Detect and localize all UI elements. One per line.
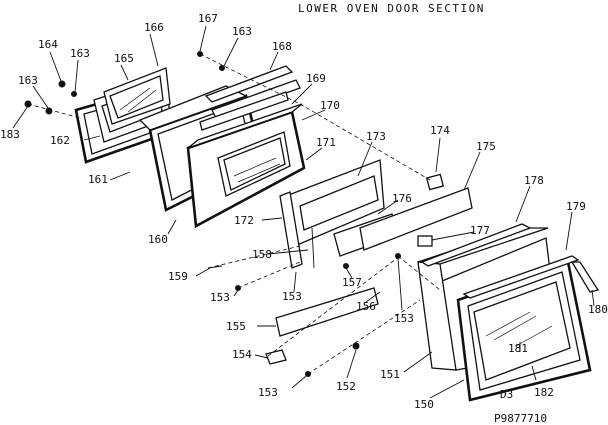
part-168-169-rails xyxy=(199,65,301,131)
part-179-handle xyxy=(462,255,580,299)
alignment-lines xyxy=(27,53,441,375)
callout-167: 167 xyxy=(198,12,218,25)
part-175-hinge-bar xyxy=(359,187,473,251)
part-177-clip xyxy=(417,235,433,247)
callout-labels: 183 163 164 163 165 166 167 163 168 169 … xyxy=(0,12,608,411)
callout-174: 174 xyxy=(430,124,450,137)
callout-179: 179 xyxy=(566,200,586,213)
callout-175: 175 xyxy=(476,140,496,153)
callout-163-top: 163 xyxy=(232,25,252,38)
callout-177: 177 xyxy=(470,224,490,237)
callout-153-bottom: 153 xyxy=(258,386,278,399)
diagram-title: LOWER OVEN DOOR SECTION xyxy=(298,2,485,15)
leader-lines xyxy=(12,25,595,399)
callout-165: 165 xyxy=(114,52,134,65)
callout-173: 173 xyxy=(366,130,386,143)
part-172-bracket xyxy=(279,191,303,269)
callout-176: 176 xyxy=(392,192,412,205)
screw-163-left xyxy=(45,107,53,115)
callout-181: 181 xyxy=(508,342,528,355)
callout-178: 178 xyxy=(524,174,544,187)
callout-156: 156 xyxy=(356,300,376,313)
callout-158: 158 xyxy=(252,248,272,261)
callout-163-left: 163 xyxy=(18,74,38,87)
part-178-top-trim xyxy=(420,223,532,267)
section-code: D3 xyxy=(500,388,513,401)
part-152-bumper xyxy=(352,342,360,350)
callout-153-mid: 153 xyxy=(282,290,302,303)
callout-162: 162 xyxy=(50,134,70,147)
part-158-rod xyxy=(311,227,315,269)
callout-166: 166 xyxy=(144,21,164,34)
part-154-bracket xyxy=(265,349,287,365)
screw-163-top xyxy=(219,65,225,71)
callout-163-upper: 163 xyxy=(70,47,90,60)
part-181-glass xyxy=(473,281,571,381)
part-173-insulation-panel xyxy=(285,159,385,249)
callout-157: 157 xyxy=(342,276,362,289)
part-165-window-glass xyxy=(103,67,171,125)
callout-153-right: 153 xyxy=(394,312,414,325)
part-155-lower-panel xyxy=(275,287,379,337)
callout-153-left: 153 xyxy=(210,291,230,304)
callout-152: 152 xyxy=(336,380,356,393)
screw-164 xyxy=(58,80,66,88)
callout-170: 170 xyxy=(320,99,340,112)
callout-183: 183 xyxy=(0,128,20,141)
callout-155: 155 xyxy=(226,320,246,333)
screw-153-c xyxy=(343,263,349,269)
callout-164: 164 xyxy=(38,38,58,51)
callout-160: 160 xyxy=(148,233,168,246)
callout-159: 159 xyxy=(168,270,188,283)
callout-172: 172 xyxy=(234,214,254,227)
callout-182: 182 xyxy=(534,386,554,399)
callout-154: 154 xyxy=(232,348,252,361)
callout-171: 171 xyxy=(316,136,336,149)
part-174-clip xyxy=(425,173,445,191)
callout-161: 161 xyxy=(88,173,108,186)
part-180-side-trim xyxy=(570,261,600,293)
drawing-number: P9877710 xyxy=(494,412,547,425)
screw-163-upper xyxy=(71,91,77,97)
part-170-door-liner xyxy=(186,103,306,229)
callout-180: 180 xyxy=(588,303,608,316)
callout-150: 150 xyxy=(414,398,434,411)
callout-168: 168 xyxy=(272,40,292,53)
callout-169: 169 xyxy=(306,72,326,85)
callout-151: 151 xyxy=(380,368,400,381)
